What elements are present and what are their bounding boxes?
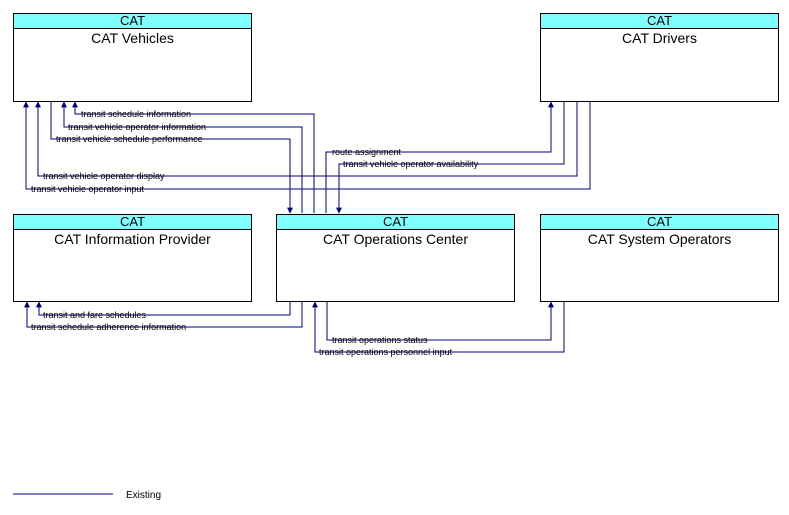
flow-label-f11: transit operations personnel input [319, 347, 453, 357]
node-cat-operations-center: CAT CAT Operations Center [276, 214, 515, 302]
node-cat-information-provider: CAT CAT Information Provider [13, 214, 252, 302]
node-category: CAT [541, 215, 778, 230]
node-title: CAT Vehicles [91, 30, 174, 46]
flow-line-f5 [336, 102, 565, 214]
flow-label-f10: transit operations status [332, 335, 428, 345]
flow-line-f10 [326, 301, 554, 341]
flow-line-f7 [23, 101, 591, 190]
flow-label-f2: transit vehicle operator information [68, 122, 206, 132]
node-title: CAT Operations Center [323, 231, 468, 247]
node-category: CAT [14, 215, 251, 230]
flow-line-f8 [36, 301, 291, 316]
flow-line-f4 [325, 101, 554, 213]
flow-line-f9 [24, 301, 303, 328]
node-title: CAT System Operators [587, 231, 732, 247]
flow-label-f5: transit vehicle operator availability [343, 159, 479, 169]
flow-line-f2 [61, 101, 303, 213]
flow-label-f9: transit schedule adherence information [31, 322, 186, 332]
node-category: CAT [277, 215, 514, 230]
flow-line-f6 [35, 101, 578, 177]
node-title: CAT Information Provider [54, 231, 211, 247]
flow-line-f11 [312, 301, 565, 353]
flow-label-f3: transit vehicle schedule performance [56, 134, 203, 144]
flow-label-f8: transit and fare schedules [43, 310, 147, 320]
flow-label-f6: transit vehicle operator display [43, 171, 165, 181]
node-category: CAT [14, 14, 251, 29]
node-category: CAT [541, 14, 778, 29]
node-cat-drivers: CAT CAT Drivers [540, 13, 779, 102]
flow-label-f7: transit vehicle operator input [31, 184, 145, 194]
flow-label-f1: transit schedule information [81, 109, 191, 119]
flow-line-f1 [72, 101, 315, 213]
legend-existing-label: Existing [126, 490, 162, 501]
flow-label-f4: route assignment [332, 147, 402, 157]
node-cat-vehicles: CAT CAT Vehicles [13, 13, 252, 102]
node-cat-system-operators: CAT CAT System Operators [540, 214, 779, 302]
node-title: CAT Drivers [622, 30, 697, 46]
